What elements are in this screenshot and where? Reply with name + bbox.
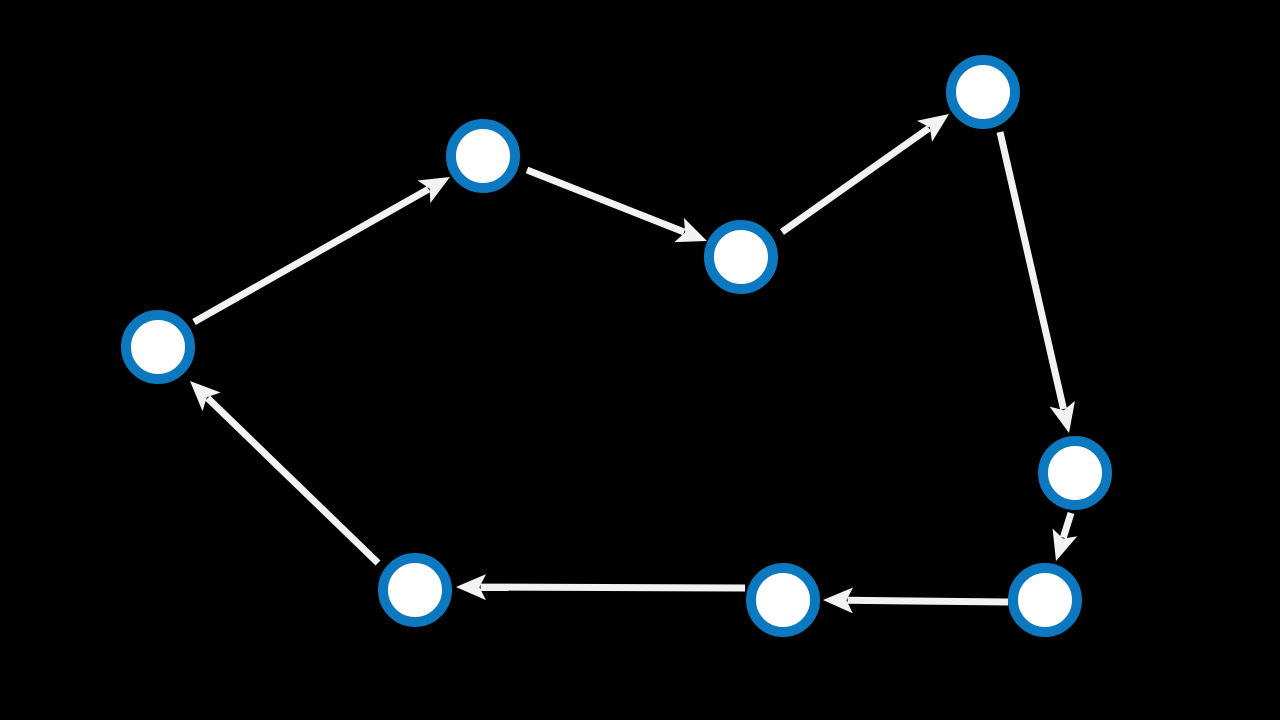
graph-node[interactable] [1008, 563, 1082, 637]
arrowhead-icon [417, 177, 450, 204]
graph-node[interactable] [446, 119, 520, 193]
graph-node-fill [709, 225, 773, 289]
arrowhead-icon [1052, 528, 1078, 561]
graph-edge-line [192, 186, 431, 326]
graph-node[interactable] [121, 310, 195, 384]
graph-edge-line [525, 166, 686, 236]
arrowhead-icon [916, 114, 949, 142]
graph-edge-line [779, 125, 931, 235]
graph-edge [525, 166, 707, 243]
graph-edge [192, 177, 450, 326]
graph-node-ring [121, 310, 195, 384]
graph-edge [190, 381, 381, 566]
arrowhead-icon [456, 574, 487, 601]
graph-edge [456, 574, 746, 601]
arrowhead-icon [190, 381, 221, 412]
graph-node-ring [704, 220, 778, 294]
graph-edge-line [480, 583, 746, 592]
graph-node[interactable] [704, 220, 778, 294]
graph-node-fill [451, 124, 515, 188]
graph-node-ring [746, 563, 820, 637]
graph-edge [996, 131, 1075, 433]
graph-node-ring [378, 553, 452, 627]
graph-edge-line [205, 395, 381, 566]
graph-node-fill [383, 558, 447, 622]
graph-node[interactable] [946, 55, 1020, 129]
graph-node-ring [1038, 436, 1112, 510]
graph-edge-line [847, 596, 1009, 606]
graph-node-ring [446, 119, 520, 193]
graph-node-fill [1043, 441, 1107, 505]
graph-node[interactable] [378, 553, 452, 627]
graph-node-fill [126, 315, 190, 379]
graph-node-fill [951, 60, 1015, 124]
nodes-layer [121, 55, 1112, 637]
arrowhead-icon [1049, 400, 1075, 433]
graph-edge [823, 587, 1009, 614]
graph-node-fill [1013, 568, 1077, 632]
graph-node-ring [1008, 563, 1082, 637]
graph-node[interactable] [1038, 436, 1112, 510]
graph-node-ring [946, 55, 1020, 129]
graph-edge-line [996, 131, 1067, 410]
graph-node[interactable] [746, 563, 820, 637]
arrowhead-icon [674, 217, 707, 243]
graph-edge-line [1059, 511, 1075, 539]
edges-layer [190, 114, 1078, 614]
graph-edge [1052, 511, 1078, 561]
graph-edge [779, 114, 949, 235]
arrowhead-icon [823, 587, 854, 614]
graph-node-fill [751, 568, 815, 632]
